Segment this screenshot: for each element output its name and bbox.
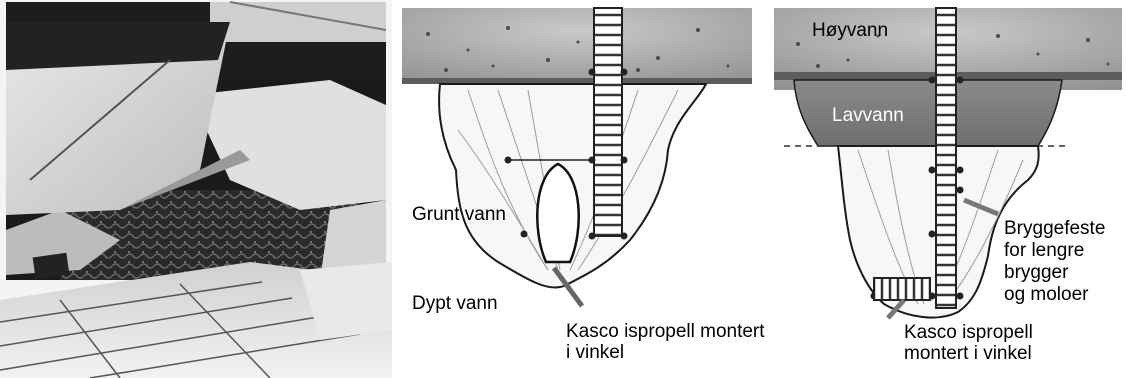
- low-water-label: Lavvann: [832, 105, 904, 126]
- right-caption-line1: Kasco ispropell: [904, 322, 1033, 343]
- dock-mount-line3: brygger: [1004, 262, 1068, 283]
- high-water-label: Høyvann: [812, 20, 888, 41]
- tidal-water-diagram: [774, 8, 1122, 318]
- right-caption-line2: montert i vinkel: [904, 343, 1032, 364]
- left-caption-line1: Kasco ispropell montert: [566, 321, 765, 342]
- dock-mount-line4: og moloer: [1004, 284, 1089, 305]
- boat-in-ice-photo: [0, 0, 392, 378]
- dock-mount-line2: for lengre: [1004, 240, 1084, 261]
- left-caption-line2: i vinkel: [566, 342, 624, 363]
- shallow-water-label: Grunt vann: [412, 204, 506, 225]
- dock-mount-line1: Bryggefeste: [1004, 218, 1105, 239]
- deep-water-label: Dypt vann: [412, 293, 498, 314]
- ice-prevention-diagram: Grunt vann Dypt vann Kasco ispropell mon…: [398, 0, 1126, 378]
- shallow-water-diagram: [402, 8, 752, 306]
